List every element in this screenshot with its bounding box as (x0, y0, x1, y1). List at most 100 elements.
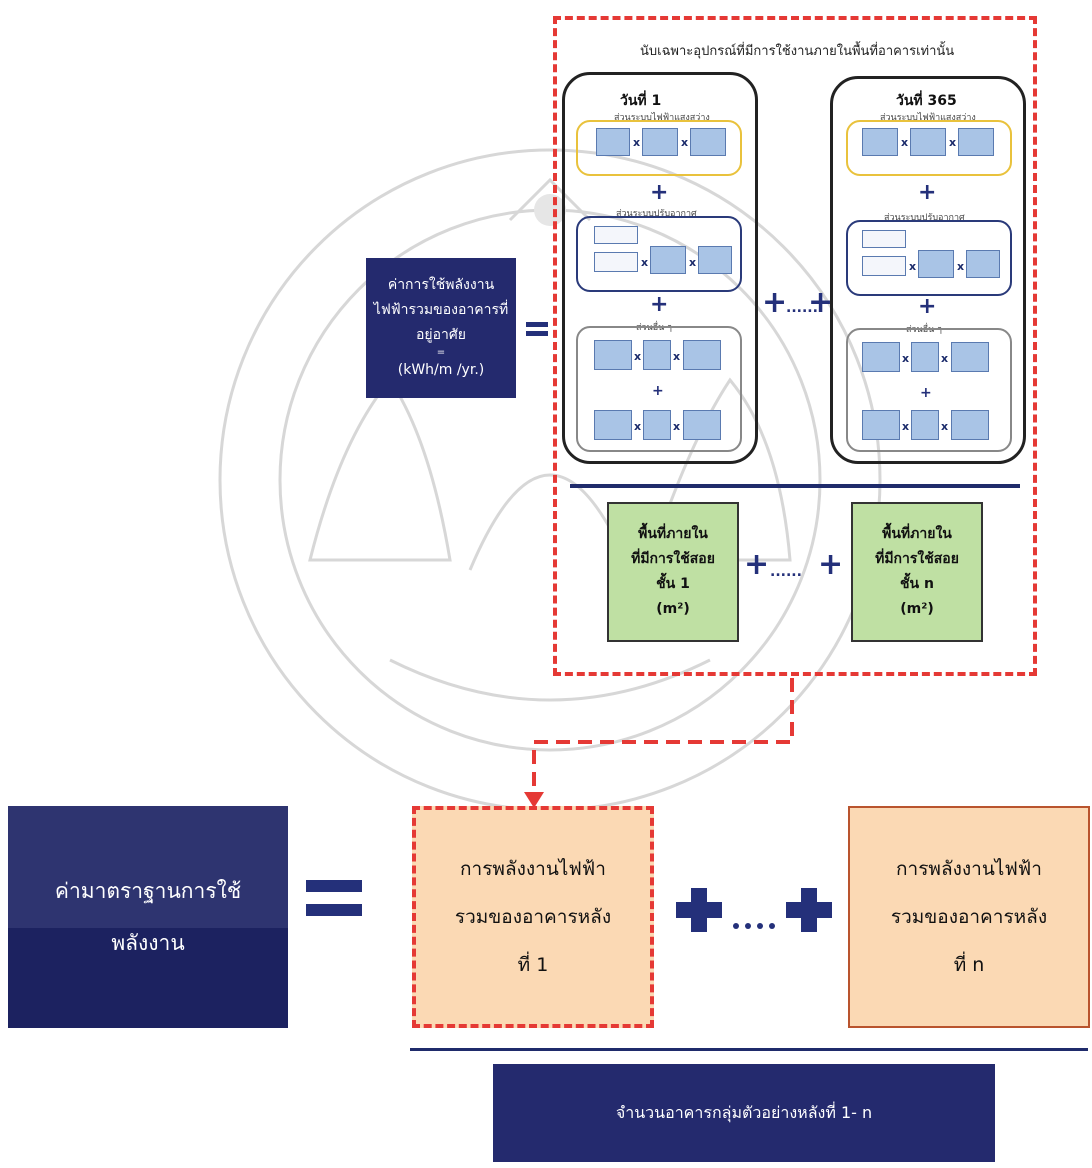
building-1-line-2: รวมของอาคารหลัง (454, 906, 612, 928)
day-1-aircon-box-2 (594, 252, 638, 272)
sample-building-count-box: จำนวนอาคารกลุ่มตัวอย่างหลังที่ 1- n (493, 1064, 995, 1162)
plus-sign: + (650, 292, 669, 317)
ellipsis: ...... (770, 564, 802, 580)
multiply-sign: x (689, 256, 697, 269)
plus-sign: + (808, 285, 834, 320)
multiply-sign: x (633, 136, 641, 149)
day-1-other-box-4 (594, 410, 632, 440)
day-1-lighting-group (576, 120, 742, 176)
equals-sign (306, 876, 362, 920)
day-365-lighting-box-2 (910, 128, 946, 156)
day-365-other-box-6 (951, 410, 989, 440)
day-365-bracket (830, 76, 1026, 464)
multiply-sign: x (902, 352, 910, 365)
multiply-sign: x (957, 260, 965, 273)
day-365-lighting-box-3 (958, 128, 994, 156)
day-365-aircon-label: ส่วนระบบปรับอากาศ (884, 213, 965, 223)
day-365-other-label: ส่วนอื่น ๆ (906, 325, 942, 335)
day-1-other-box-1 (594, 340, 632, 370)
energy-standard-box: ค่ามาตราฐานการใช้ พลังงาน (8, 806, 288, 1028)
day-365-other-box-5 (911, 410, 939, 440)
day-365-lighting-group (846, 120, 1012, 176)
energy-standard-line-2: พลังงาน (111, 931, 185, 955)
plus-ellipsis-plus (676, 888, 832, 932)
plus-sign: + (818, 547, 844, 582)
multiply-sign: x (941, 420, 949, 433)
residential-energy-unit: (kWh/m /yr.) (397, 362, 485, 378)
plus-sign: + (652, 383, 664, 399)
energy-standard-line-1: ค่ามาตราฐานการใช้ (54, 879, 242, 903)
day-1-lighting-box-2 (642, 128, 678, 156)
day-365-subtitle: ส่วนระบบไฟฟ้าแสงสว่าง (880, 113, 976, 123)
floor-area-1-line-1: พื้นที่ภายใน (638, 526, 708, 542)
multiply-sign: x (681, 136, 689, 149)
day-365-aircon-box-4 (966, 250, 1000, 278)
residential-energy-box: ค่าการใช้พลังงาน ไฟฟ้ารวมของอาคารที่ อยู… (366, 258, 516, 398)
multiply-sign: x (902, 420, 910, 433)
ellipsis: ...... (786, 300, 818, 316)
building-energy-box-1: การพลังงานไฟฟ้า รวมของอาคารหลัง ที่ 1 (412, 806, 654, 1028)
dashed-connector-arrow (524, 678, 794, 808)
plus-sign: + (918, 294, 937, 319)
multiply-sign: x (949, 136, 957, 149)
day-365-aircon-group (846, 220, 1012, 296)
plus-sign: + (744, 547, 770, 582)
floor-area-n-line-2: ที่มีการใช้สอย (875, 551, 959, 567)
day-365-other-box-3 (951, 342, 989, 372)
day-1-other-box-3 (683, 340, 721, 370)
day-365-lighting-box-1 (862, 128, 898, 156)
day-1-other-label: ส่วนอื่น ๆ (636, 323, 672, 333)
sample-building-count-text: จำนวนอาคารกลุ่มตัวอย่างหลังที่ 1- n (615, 1102, 873, 1122)
day-1-aircon-box-3 (650, 246, 686, 274)
multiply-sign: x (673, 420, 681, 433)
day-1-lighting-box-3 (690, 128, 726, 156)
day-1-other-box-2 (643, 340, 671, 370)
day-365-other-box-1 (862, 342, 900, 372)
day-1-aircon-label: ส่วนระบบปรับอากาศ (616, 209, 697, 219)
multiply-sign: x (909, 260, 917, 273)
plus-sign: + (918, 180, 937, 205)
day-1-other-box-6 (683, 410, 721, 440)
floor-area-1-line-2: ที่มีการใช้สอย (631, 551, 715, 567)
multiply-sign: x (673, 350, 681, 363)
plus-sign: + (762, 285, 788, 320)
floor-area-n-unit: (m²) (900, 601, 934, 617)
residential-energy-line-2: ไฟฟ้ารวมของอาคารที่ (373, 302, 509, 318)
floor-area-1-line-3: ชั้น 1 (656, 576, 690, 592)
multiply-sign: x (634, 420, 642, 433)
building-n-line-1: การพลังงานไฟฟ้า (896, 858, 1042, 880)
building-1-line-3: ที่ 1 (517, 954, 549, 976)
header-note: นับเฉพาะอุปกรณ์ที่มีการใช้งานภายในพื้นที… (640, 44, 955, 59)
multiply-sign: x (901, 136, 909, 149)
day-365-title: วันที่ 365 (896, 93, 957, 109)
building-energy-box-n: การพลังงานไฟฟ้า รวมของอาคารหลัง ที่ n (848, 806, 1090, 1028)
day-365-other-group (846, 328, 1012, 452)
fraction-bar-top (570, 484, 1020, 488)
day-1-other-box-5 (643, 410, 671, 440)
multiply-sign: x (634, 350, 642, 363)
day-365-other-box-2 (911, 342, 939, 372)
floor-area-n-line-1: พื้นที่ภายใน (882, 526, 952, 542)
floor-area-n-line-3: ชั้น n (900, 576, 934, 592)
plus-sign: + (650, 180, 669, 205)
day-365-aircon-box-2 (862, 256, 906, 276)
day-1-other-group (576, 326, 742, 452)
plus-sign: + (920, 385, 932, 401)
multiply-sign: x (641, 256, 649, 269)
day-365-aircon-box-1 (862, 230, 906, 248)
day-1-aircon-box-1 (594, 226, 638, 244)
floor-area-1-unit: (m²) (656, 601, 690, 617)
equals-sign-small (526, 318, 548, 340)
day-1-bracket (562, 72, 758, 464)
counted-area-dashed-frame (553, 16, 1037, 676)
floor-area-box-n: พื้นที่ภายใน ที่มีการใช้สอย ชั้น n (m²) (851, 502, 983, 642)
day-1-title: วันที่ 1 (620, 93, 662, 109)
residential-energy-line-1: ค่าการใช้พลังงาน (387, 277, 495, 293)
floor-area-box-1: พื้นที่ภายใน ที่มีการใช้สอย ชั้น 1 (m²) (607, 502, 739, 642)
building-1-line-1: การพลังงานไฟฟ้า (460, 858, 606, 880)
building-n-line-3: ที่ n (953, 954, 985, 976)
residential-energy-line-4: = (436, 347, 446, 358)
fraction-bar-bottom (410, 1048, 1088, 1051)
day-1-aircon-box-4 (698, 246, 732, 274)
multiply-sign: x (941, 352, 949, 365)
